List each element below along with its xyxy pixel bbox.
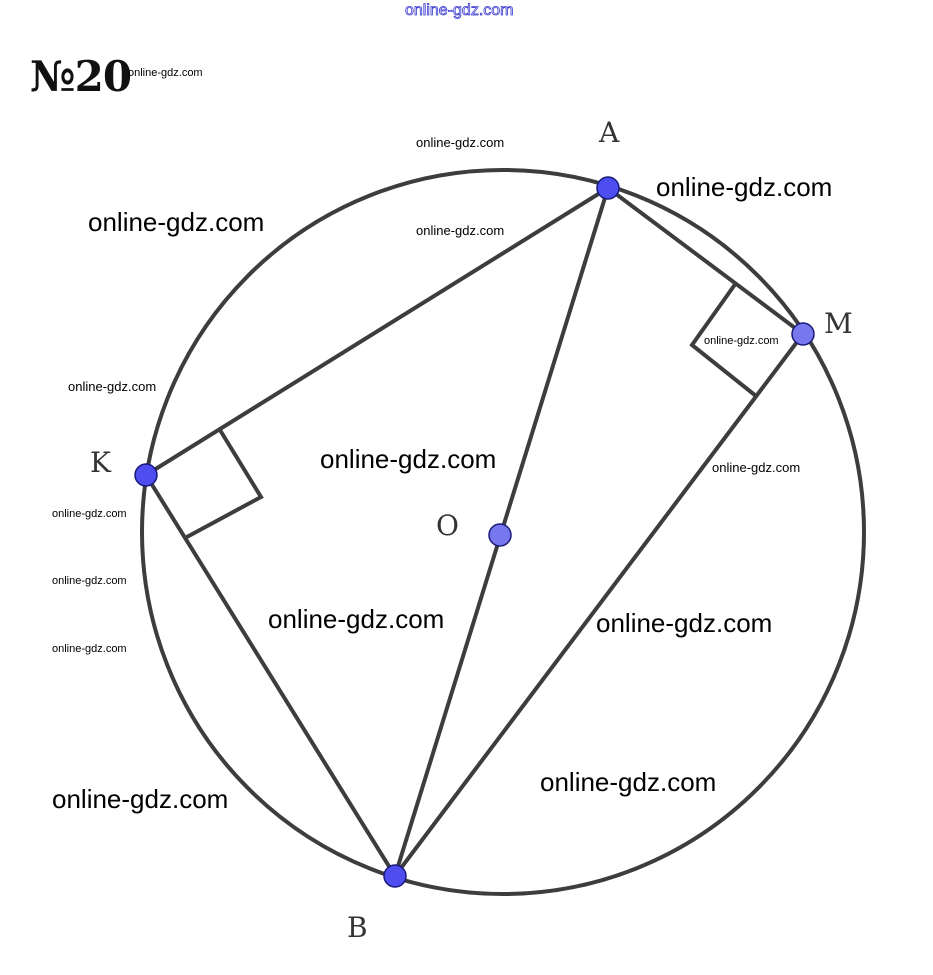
watermark-above-a: online-gdz.com	[416, 135, 505, 150]
watermark-below-a: online-gdz.com	[416, 223, 505, 238]
label-o: O	[436, 509, 459, 542]
segment-am	[606, 186, 805, 336]
right-angle-mark-m	[689, 281, 758, 398]
watermark-bottom-right: online-gdz.com	[540, 767, 717, 797]
point-b	[383, 864, 407, 888]
point-o	[488, 523, 512, 547]
watermark-above-k: online-gdz.com	[68, 379, 157, 394]
label-m: M	[824, 307, 853, 340]
watermark-center-upper: online-gdz.com	[320, 444, 497, 474]
watermark-title: online-gdz.com	[128, 67, 203, 79]
label-k: K	[90, 446, 112, 479]
watermark-right-middle: online-gdz.com	[712, 460, 801, 475]
point-a	[596, 176, 620, 200]
watermark-center-lower: online-gdz.com	[268, 604, 445, 634]
segment-kb	[144, 473, 397, 878]
label-b: B	[347, 911, 368, 944]
point-k	[134, 463, 158, 487]
watermark-left-1: online-gdz.com	[52, 508, 127, 520]
segment-mb	[393, 332, 805, 878]
label-a: A	[598, 116, 620, 149]
watermark-left-3: online-gdz.com	[52, 643, 127, 655]
right-angle-mark-k	[184, 428, 264, 540]
watermark-right-of-a: online-gdz.com	[656, 172, 833, 202]
watermark-right-angle-m: online-gdz.com	[704, 335, 779, 347]
watermark-upper-left: online-gdz.com	[88, 207, 265, 237]
circle	[140, 168, 866, 896]
point-m	[791, 322, 815, 346]
watermark-right-lower: online-gdz.com	[596, 608, 773, 638]
watermark-top: online-gdz.com	[405, 2, 514, 20]
watermark-bottom-left: online-gdz.com	[52, 784, 229, 814]
segment-ak	[144, 186, 610, 477]
problem-number: №20	[30, 52, 132, 101]
watermark-left-2: online-gdz.com	[52, 575, 127, 587]
